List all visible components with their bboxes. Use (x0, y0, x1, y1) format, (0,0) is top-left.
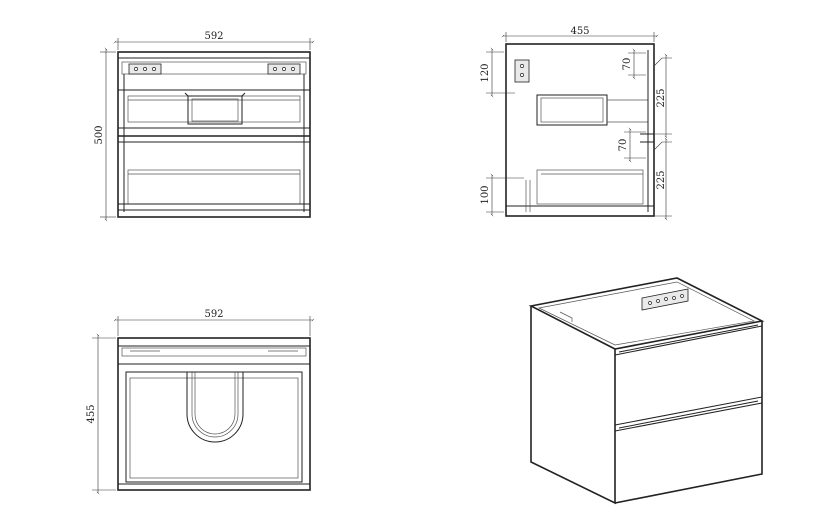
front-height-label: 500 (94, 125, 105, 144)
side-bracket (514, 59, 530, 83)
iso-side-panel (530, 306, 616, 505)
lower-gap-label: 70 (618, 139, 629, 152)
upper-gap-label: 70 (622, 58, 633, 71)
lower-drawer-label: 225 (656, 170, 667, 189)
top-view: 592 455 (86, 309, 315, 495)
bracket-height-dimension: 120 (480, 47, 515, 98)
upper-drawer-label: 225 (656, 88, 667, 107)
front-width-dimension: 592 (113, 31, 315, 50)
upper-gap-dimension: 70 (622, 48, 646, 80)
front-height-dimension: 500 (94, 47, 116, 222)
front-view: 592 500 (94, 31, 315, 222)
top-cabinet-outline (117, 337, 311, 491)
bracket-height-label: 120 (480, 63, 491, 82)
lower-drawer-dimension: 225 (653, 137, 672, 221)
side-depth-dimension: 455 (501, 26, 659, 42)
hanging-bracket-left (128, 63, 162, 75)
top-depth-dimension: 455 (86, 333, 116, 495)
side-view: 455 120 100 70 70 (480, 26, 672, 221)
side-cabinet-outline (505, 43, 655, 217)
front-cabinet-outline (117, 51, 311, 218)
upper-drawer-dimension: 225 (653, 53, 672, 139)
iso-lower-drawer-front (614, 402, 763, 504)
top-width-label: 592 (204, 309, 223, 320)
bottom-offset-dimension: 100 (480, 173, 524, 217)
side-depth-label: 455 (570, 26, 589, 37)
top-depth-label: 455 (86, 404, 97, 423)
iso-top-rim (528, 277, 765, 350)
iso-upper-drawer-front (614, 325, 763, 426)
top-width-dimension: 592 (113, 309, 315, 336)
u-siphon-cutout (186, 371, 244, 443)
isometric-view (528, 277, 765, 505)
hanging-bracket-right (267, 63, 301, 75)
front-width-label: 592 (204, 31, 223, 42)
lower-gap-dimension: 70 (618, 127, 646, 163)
iso-bracket (641, 288, 689, 311)
bottom-offset-label: 100 (480, 185, 491, 204)
siphon-cutout (184, 92, 246, 125)
